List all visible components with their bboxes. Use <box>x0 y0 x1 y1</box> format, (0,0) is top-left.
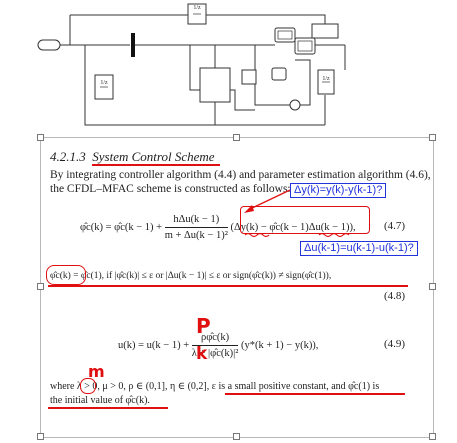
annotation-lambda: k <box>196 344 208 364</box>
resize-handle-tr[interactable] <box>429 134 436 141</box>
unit-delay-middle <box>241 69 257 85</box>
scope-3 <box>271 67 287 81</box>
gain-block <box>199 67 231 103</box>
section-number: 4.2.1.3 <box>50 149 86 164</box>
resize-handle-ml[interactable] <box>37 283 44 290</box>
input-port <box>37 39 61 51</box>
annotation-rho: P <box>196 314 211 338</box>
footer-underline-2 <box>48 407 168 409</box>
equation-number-4-7: (4.7) <box>384 220 406 232</box>
resize-handle-mr[interactable] <box>429 283 436 290</box>
lambda-circle <box>80 378 96 394</box>
resize-handle-bm[interactable] <box>233 433 240 440</box>
paragraph-line-2: the CFDL–MFAC scheme is constructed as f… <box>50 183 291 195</box>
section-title: System Control Scheme <box>92 149 215 164</box>
annotation-box-delta-y <box>240 206 370 234</box>
equation-number-4-9: (4.9) <box>384 338 406 350</box>
equation-4-9: u(k) = u(k − 1) + ρφ̂c(k) λ + |φ̂c(k)|² … <box>118 332 319 359</box>
section-heading: 4.2.1.3 System Control Scheme <box>50 149 215 164</box>
block-diagram <box>37 3 346 126</box>
sum-junction <box>289 99 301 111</box>
resize-handle-br[interactable] <box>429 433 436 440</box>
footer-line-2: the initial value of φ̂c(k). <box>50 395 150 406</box>
equation-4-7: φ̂c(k) = φ̂c(k − 1) + hΔu(k − 1) m + Δu(… <box>80 214 356 241</box>
resize-handle-tl[interactable] <box>37 134 44 141</box>
title-underline <box>92 164 220 166</box>
equation-number-4-8: (4.8) <box>384 290 406 302</box>
mux-bar <box>131 33 135 57</box>
delay-label-right: 1/z <box>322 76 330 82</box>
paragraph-line-1: By integrating controller algorithm (4.4… <box>50 169 431 181</box>
eq48-underline <box>48 285 408 287</box>
resize-handle-tm[interactable] <box>233 134 240 141</box>
annotation-delta-y: Δy(k)=y(k)-y(k-1)? <box>290 183 387 198</box>
annotation-mu: m <box>88 362 105 381</box>
resize-handle-bl[interactable] <box>37 433 44 440</box>
delay-label-top: 1/z <box>193 5 201 11</box>
equation-4-8: φ̂c(k) = φ̂c(1), if |φ̂c(k)| ≤ ε or |Δu(… <box>50 271 332 281</box>
squiggle-du <box>318 232 350 238</box>
delay-label-left: 1/z <box>100 80 108 86</box>
footer-line-1: where λ > 0, μ > 0, ρ ∈ (0,1], η ∈ (0,2]… <box>50 381 380 392</box>
squiggle-dy <box>244 232 270 238</box>
annotation-delta-u: Δu(k-1)=u(k-1)-u(k-1)? <box>300 241 418 256</box>
footer-underline-1 <box>225 393 405 395</box>
eq48-lhs-circle <box>46 265 86 285</box>
